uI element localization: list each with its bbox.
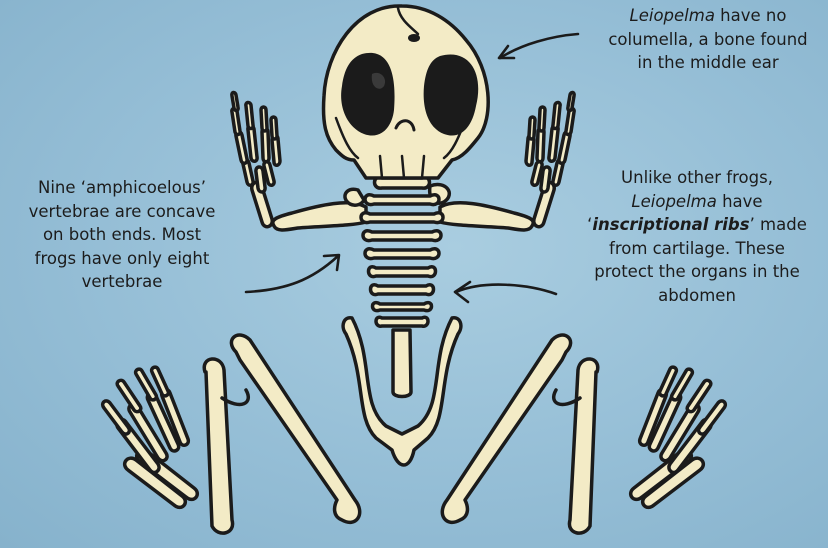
vertebrae-line-5: vertebrae <box>0 270 244 294</box>
genus-name: Leiopelma <box>630 6 715 25</box>
arrow-to-ribs <box>455 282 556 302</box>
columella-line-2: columella, a bone found <box>588 28 828 52</box>
ribs-annotation: Unlike other frogs, Leiopelma have ‘insc… <box>566 166 828 307</box>
ribs-line-5: protect the organs in the <box>566 260 828 284</box>
left-shoulder-bone <box>345 189 364 205</box>
vertebral-column <box>361 177 443 326</box>
genus-name: Leiopelma <box>631 192 716 211</box>
columella-line-3: in the middle ear <box>588 51 828 75</box>
vertebrae-line-2: vertebrae are concave <box>0 200 244 224</box>
right-humerus <box>440 203 533 230</box>
inscriptional-ribs-term: inscriptional ribs <box>592 215 749 234</box>
pelvis <box>343 318 461 465</box>
vertebrae-line-3: on both ends. Most <box>0 223 244 247</box>
left-humerus <box>273 203 366 230</box>
columella-annotation: Leiopelma have no columella, a bone foun… <box>588 4 828 75</box>
right-eye-socket <box>424 55 479 136</box>
vertebrae-annotation: Nine ‘amphicoelous’ vertebrae are concav… <box>0 176 244 294</box>
vertebrae-line-1: Nine ‘amphicoelous’ <box>0 176 244 200</box>
ribs-line-2: Leiopelma have <box>566 190 828 214</box>
right-foot-bones <box>631 367 726 507</box>
columella-line-1: Leiopelma have no <box>588 4 828 28</box>
arrow-to-vertebrae <box>246 255 339 292</box>
right-femur <box>442 335 570 522</box>
left-femur <box>231 335 359 522</box>
left-foot-bones <box>103 367 198 507</box>
ribs-line-4: from cartilage. These <box>566 237 828 261</box>
vertebrae-line-4: frogs have only eight <box>0 247 244 271</box>
arrow-to-skull <box>499 34 578 58</box>
right-tibiofibula <box>554 359 598 533</box>
left-tibiofibula <box>204 359 248 533</box>
ribs-line-1: Unlike other frogs, <box>566 166 828 190</box>
ribs-line-3: ‘inscriptional ribs’ made <box>566 213 828 237</box>
ribs-line-6: abdomen <box>566 284 828 308</box>
foramen-opening <box>408 34 420 42</box>
